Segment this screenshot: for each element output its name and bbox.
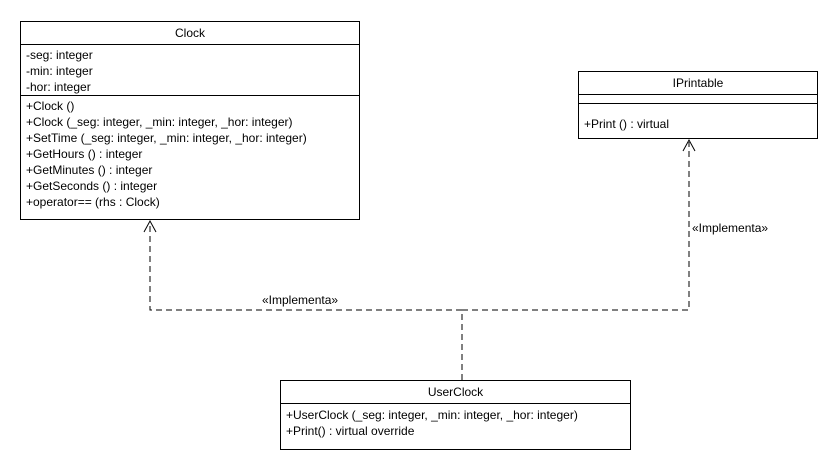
attribute: -hor: integer (26, 80, 91, 94)
attribute: -seg: integer (26, 48, 93, 62)
operation: +GetMinutes () : integer (26, 163, 153, 177)
attribute: -min: integer (26, 64, 93, 78)
arrowhead-clock (143, 219, 157, 233)
operation: +operator== (rhs : Clock) (26, 195, 160, 209)
class-clock: Clock -seg: integer -min: integer -hor: … (20, 21, 360, 220)
operations-section: +Print () : virtual (579, 103, 817, 135)
operation: +Clock (_seg: integer, _min: integer, _h… (26, 115, 293, 129)
operation: +SetTime (_seg: integer, _min: integer, … (26, 131, 307, 145)
attributes-section: -seg: integer -min: integer -hor: intege… (21, 45, 359, 95)
operations-section: +UserClock (_seg: integer, _min: integer… (281, 404, 630, 442)
class-name: UserClock (281, 381, 630, 404)
operations-section: +Clock () +Clock (_seg: integer, _min: i… (21, 95, 359, 213)
operation: +Print() : virtual override (286, 424, 415, 438)
realization-line-to-clock (149, 223, 463, 380)
arrowhead-iprintable (682, 138, 696, 152)
operation: +Clock () (26, 99, 75, 113)
class-name: Clock (21, 22, 359, 45)
class-name: IPrintable (579, 72, 817, 95)
operation: +GetHours () : integer (26, 147, 143, 161)
operation: +GetSeconds () : integer (26, 179, 158, 193)
attributes-section (579, 95, 817, 103)
class-iprintable: IPrintable +Print () : virtual (578, 71, 818, 139)
stereotype-label-implementa: «Implementa» (262, 293, 339, 307)
class-userclock: UserClock +UserClock (_seg: integer, _mi… (280, 380, 631, 450)
realization-line-to-iprintable (462, 142, 690, 311)
operation: +UserClock (_seg: integer, _min: integer… (286, 408, 578, 422)
stereotype-label-implementa: «Implementa» (692, 221, 769, 235)
operation: +Print () : virtual (584, 117, 670, 131)
